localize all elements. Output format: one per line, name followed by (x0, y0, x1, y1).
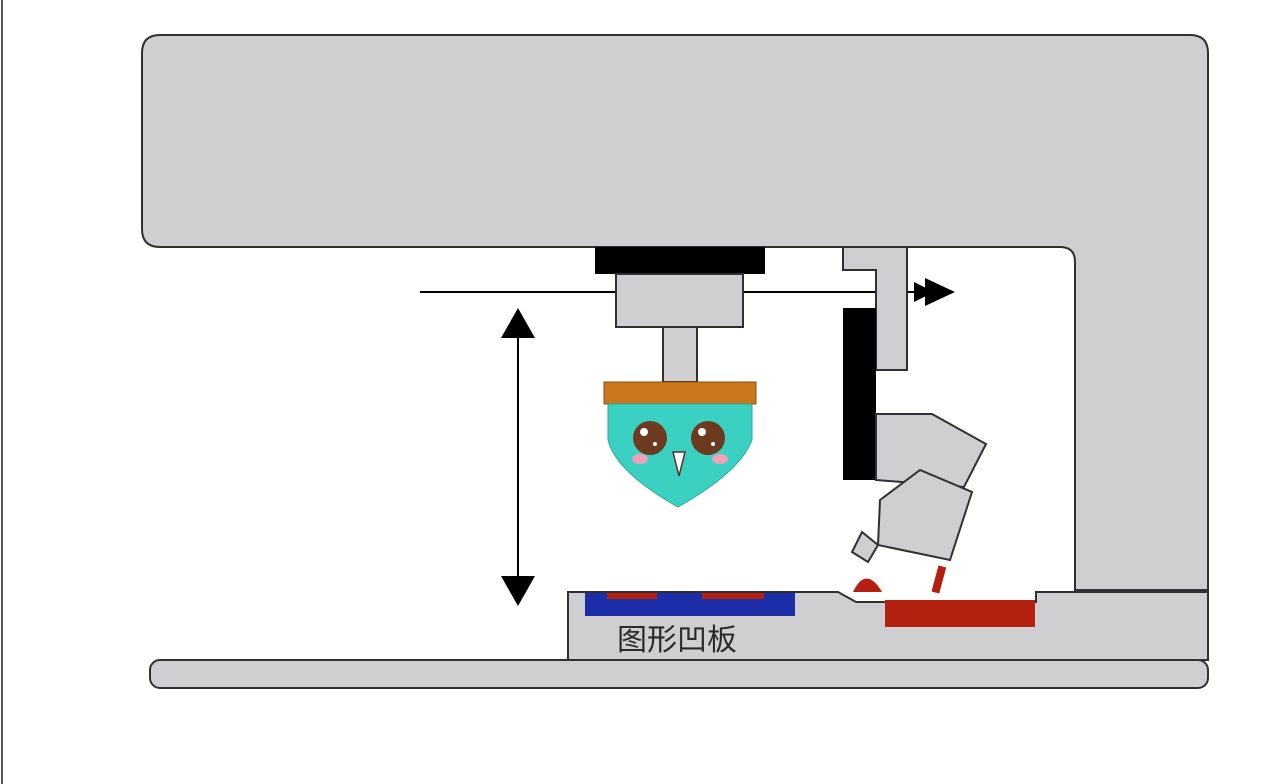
plate-recess-1 (607, 593, 657, 599)
kawaii-face-icon (632, 421, 728, 477)
ink-cup-upper (875, 413, 988, 489)
ink-rod (931, 565, 947, 594)
carriage-mount-black (595, 247, 765, 274)
ink-drop (853, 578, 882, 592)
horizontal-arrow-head (925, 278, 955, 306)
doctor-blade (850, 530, 880, 564)
pad-shaft (662, 326, 698, 383)
plate-label: 图形凹板 (617, 623, 737, 658)
blade-holder-black (843, 308, 876, 480)
vertical-arrow-head-bottom (501, 576, 535, 606)
machine-base (149, 659, 1209, 689)
plate-recess-2 (702, 593, 764, 599)
machine-frame-upper (141, 34, 1209, 591)
vertical-arrow-head-top (501, 308, 535, 338)
carriage-block (615, 273, 744, 328)
ink-well (885, 600, 1035, 627)
ink-cup-lower (876, 468, 974, 562)
pad-holder-plate (603, 381, 757, 405)
